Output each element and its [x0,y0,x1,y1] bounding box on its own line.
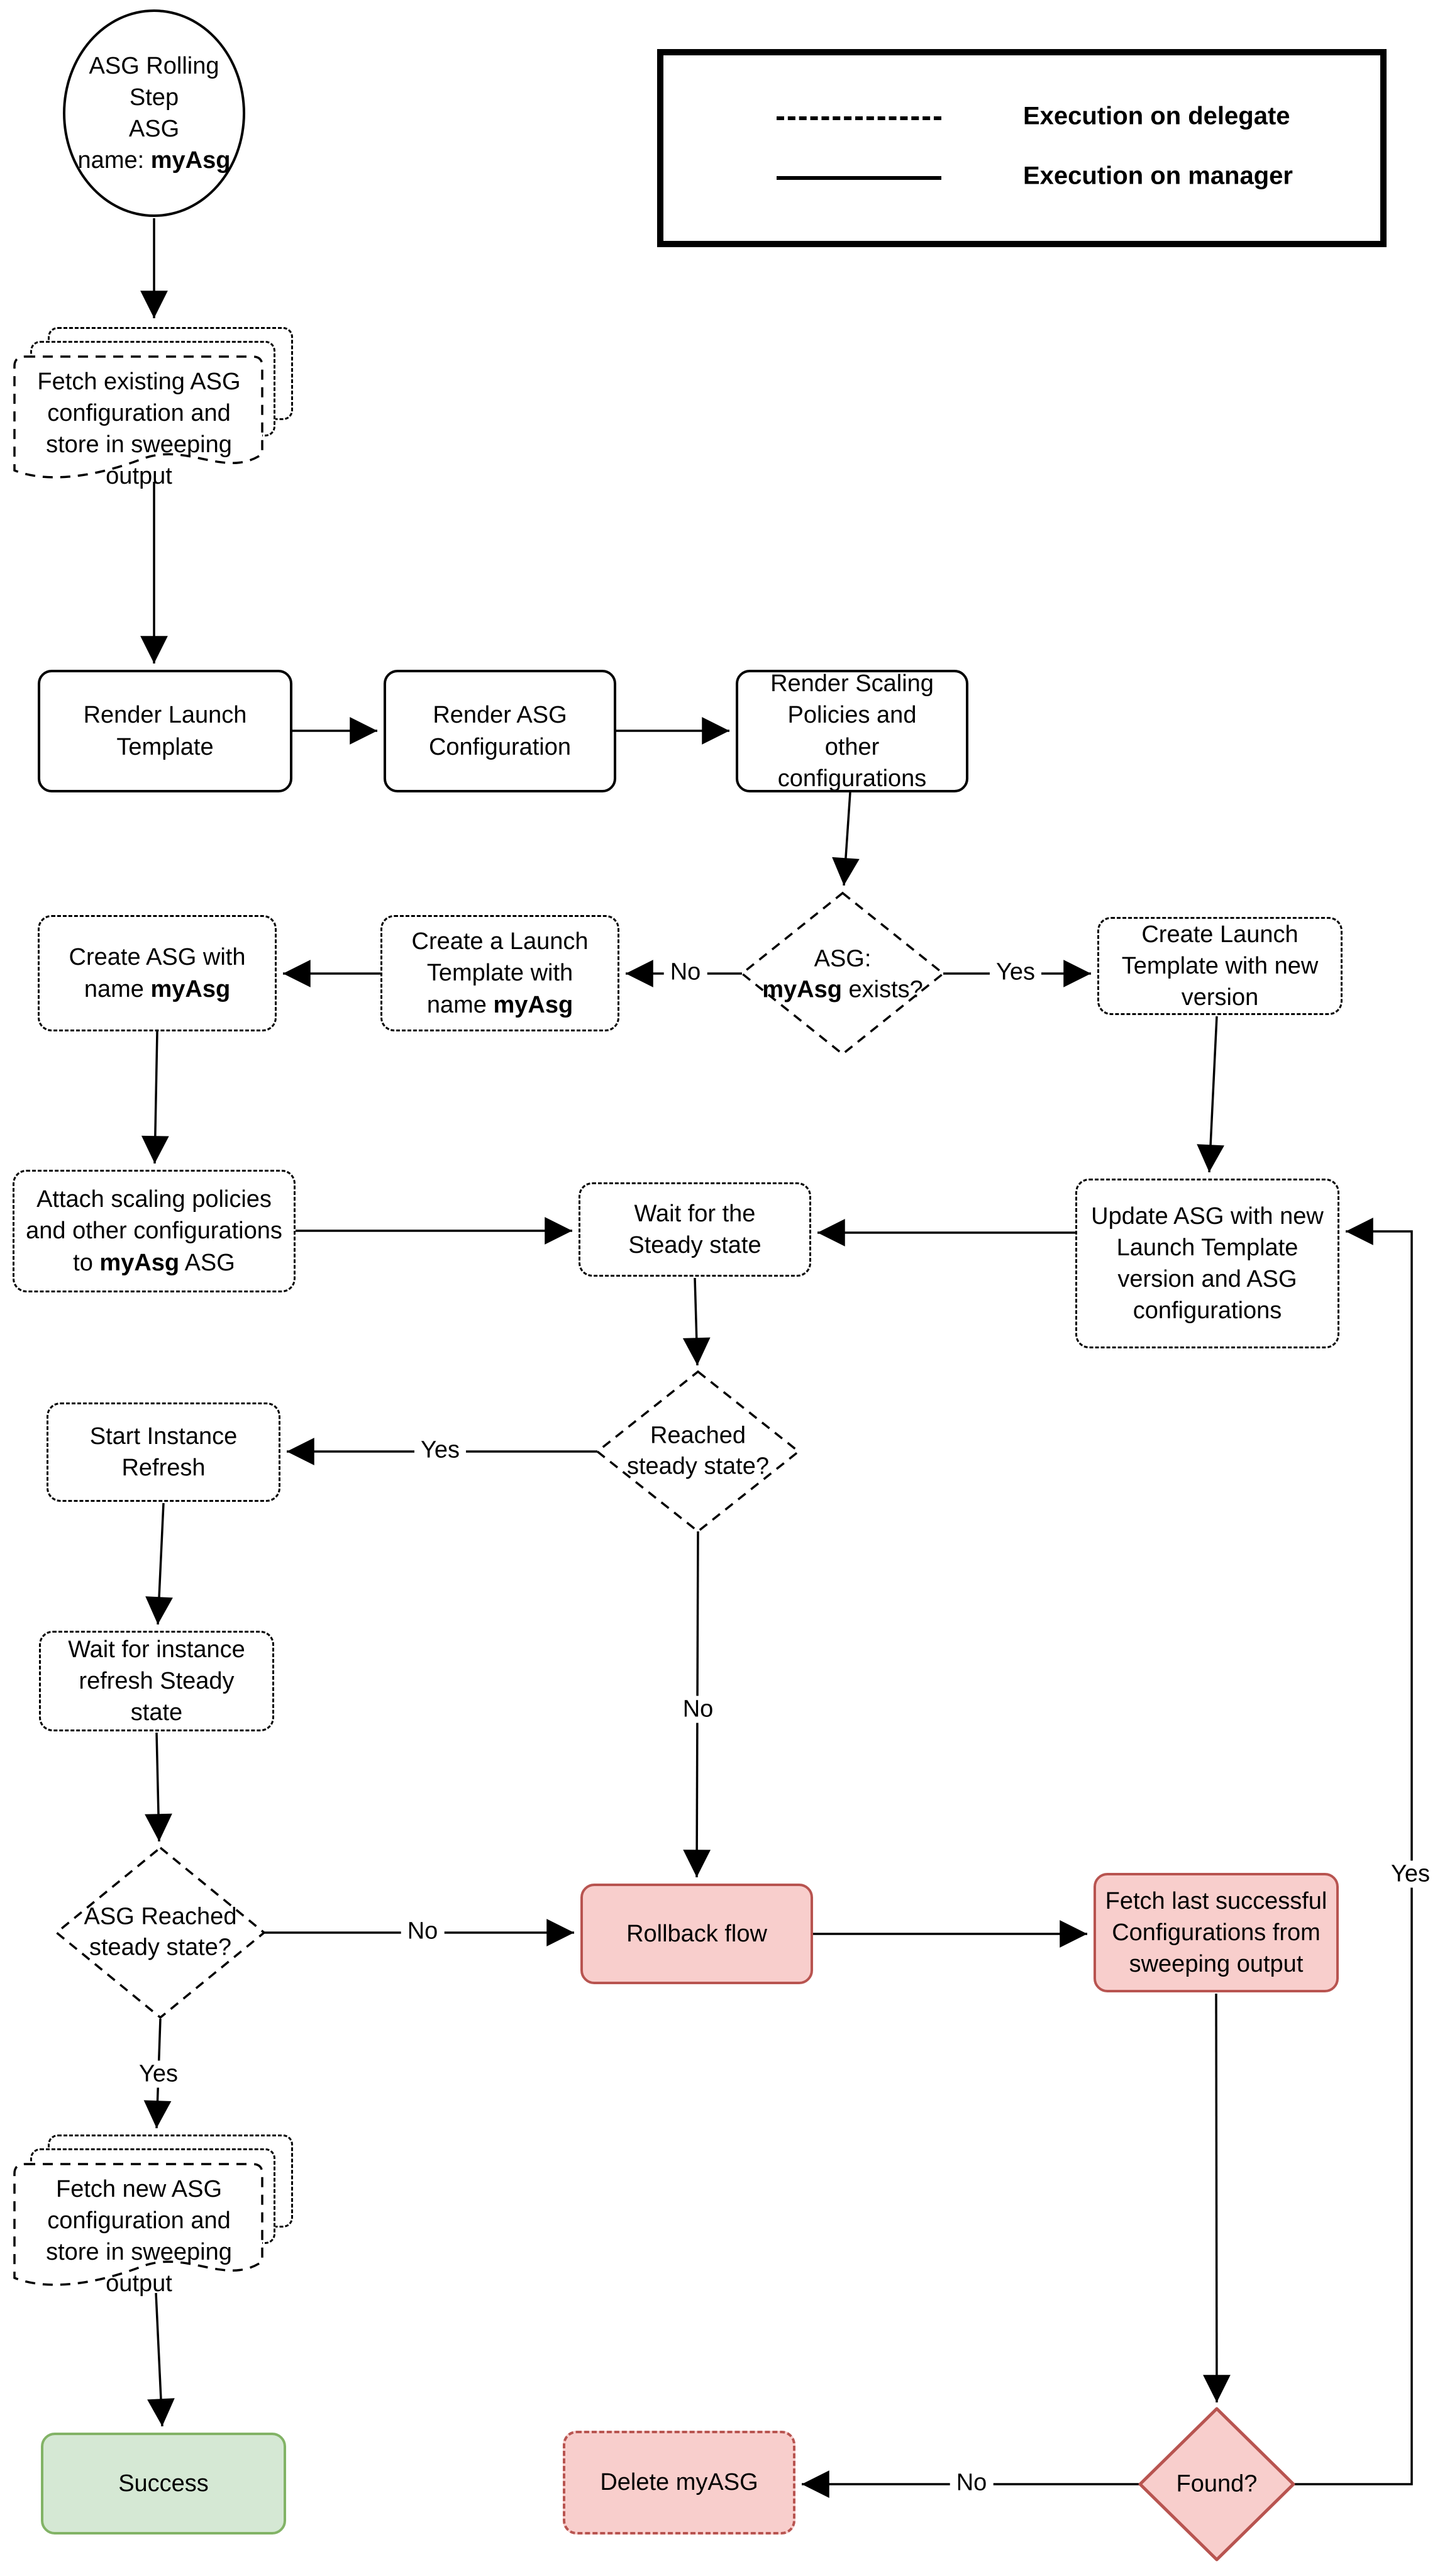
wait-instance-refresh-label: Wait for instance refresh Steady state [68,1636,245,1726]
edge-label-reached-yes: Yes [414,1436,466,1464]
found-diamond [1138,2407,1295,2562]
render-scaling-policies-node: Render Scaling Policies and other config… [736,670,968,792]
fetch-last-successful-label: Fetch last successful Configurations fro… [1105,1887,1327,1978]
legend-box: Execution on delegate Execution on manag… [657,49,1387,247]
edge-found-yes [1293,1218,1413,2485]
delete-myasg-label: Delete myASG [600,2469,758,2496]
success-node: Success [41,2433,286,2534]
document-sheet-front [13,355,263,479]
start-node: ASG Rolling Step ASG name: myAsg [63,9,245,217]
render-launch-template-label: Render Launch Template [83,702,247,760]
edge-label-found-yes: Yes [1385,1860,1436,1888]
edge-wait-ir-to-asg-reached [145,1732,172,1842]
reached-steady-diamond [595,1370,800,1533]
edge-render-scaling-to-asg-exists [832,792,860,886]
start-asg-name: myAsg [150,147,231,174]
edge-start-ir-to-wait-ir [145,1502,173,1625]
edge-label-found-no: No [950,2469,994,2497]
edge-fetch-new-to-success [147,2292,175,2427]
start-line1: ASG Rolling Step [89,52,219,111]
attach-scaling-policies-label: Attach scaling policies and other config… [26,1186,282,1276]
asg-reached-decision-label: ASG Reached steady state? [84,1903,237,1961]
start-instance-refresh-node: Start Instance Refresh [47,1402,280,1502]
create-launch-template-new-label: Create Launch Template with new version [1121,921,1319,1011]
render-asg-configuration-label: Render ASG Configuration [428,702,572,760]
asg-exists-decision-label: ASG: myAsg exists? [762,945,923,1003]
create-launch-template-named-label: Create a Launch Template with name myAsg [411,928,589,1018]
delete-myasg-node: Delete myASG [563,2431,795,2534]
edge-label-asg-reached-yes: Yes [133,2060,184,2088]
fetch-existing-node: Fetch existing ASG configuration and sto… [13,327,302,489]
wait-instance-refresh-node: Wait for instance refresh Steady state [39,1631,274,1731]
edge-create-asg-to-attach [141,1031,169,1164]
attach-scaling-policies-node: Attach scaling policies and other config… [13,1170,296,1292]
start-instance-refresh-label: Start Instance Refresh [89,1423,238,1481]
success-label: Success [118,2470,209,2497]
legend-manager-label: Execution on manager [1023,162,1293,190]
wait-steady-state-label: Wait for the Steady state [628,1200,762,1258]
edge-create-lt-new-to-update [1197,1016,1224,1173]
fetch-new-asg-node: Fetch new ASG configuration and store in… [13,2135,302,2297]
fetch-new-asg-label: Fetch new ASG configuration and store in… [46,2176,232,2297]
create-launch-template-new-node: Create Launch Template with new version [1097,917,1343,1015]
legend-delegate-label: Execution on delegate [1023,102,1290,130]
fetch-last-successful-node: Fetch last successful Configurations fro… [1094,1873,1339,1992]
document-sheet-front [13,2163,263,2286]
edge-label-asg-exists-no: No [663,958,707,986]
reached-steady-decision-label: Reached steady state? [626,1422,770,1480]
edge-fetch-last-to-found [1203,1993,1231,2403]
create-asg-node: Create ASG with name myAsg [38,915,277,1031]
render-launch-template-node: Render Launch Template [38,670,292,792]
update-asg-node: Update ASG with new Launch Template vers… [1075,1179,1339,1348]
found-decision-label: Found? [1176,2470,1258,2497]
edge-label-asg-reached-no: No [401,1918,445,1945]
asg-exists-diamond [740,891,945,1056]
start-line3-prefix: name: [77,147,151,174]
edge-wait-to-reached [682,1277,711,1366]
solid-line-sample [777,176,941,180]
rollback-flow-label: Rollback flow [626,1920,767,1947]
create-asg-label: Create ASG with name myAsg [69,944,246,1002]
create-launch-template-named-node: Create a Launch Template with name myAsg [380,915,619,1031]
rollback-flow-node: Rollback flow [580,1884,813,1984]
edge-label-reached-no: No [676,1696,720,1723]
update-asg-label: Update ASG with new Launch Template vers… [1091,1202,1324,1324]
asg-reached-diamond [55,1846,266,2019]
start-line2: ASG [128,116,180,142]
render-scaling-policies-label: Render Scaling Policies and other config… [770,670,934,792]
wait-steady-state-node: Wait for the Steady state [579,1182,811,1277]
fetch-existing-label: Fetch existing ASG configuration and sto… [37,369,241,490]
edge-label-asg-exists-yes: Yes [990,958,1041,986]
render-asg-configuration-node: Render ASG Configuration [384,670,616,792]
dashed-line-sample [777,116,941,120]
